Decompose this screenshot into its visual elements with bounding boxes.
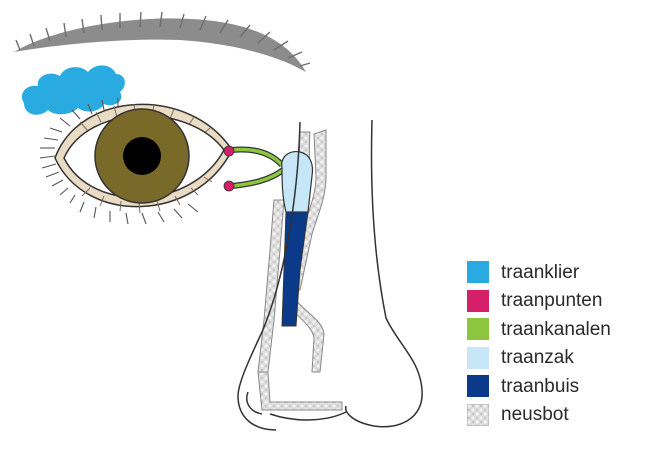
lacrimal-punctum-upper — [224, 146, 234, 156]
lacrimal-gland — [22, 65, 125, 114]
eyebrow — [14, 12, 310, 72]
lacrimal-punctum-lower — [224, 181, 234, 191]
legend-item-traanklier: traanklier — [467, 258, 611, 287]
legend-label-neusbot: neusbot — [501, 405, 569, 424]
legend-label-traanklier: traanklier — [501, 263, 579, 282]
legend-label-traankanalen: traankanalen — [501, 320, 611, 339]
lacrimal-canals — [232, 150, 283, 186]
lacrimal-sac — [282, 152, 313, 212]
traankanalen-swatch-icon — [467, 318, 489, 340]
traanpunten-swatch-icon — [467, 290, 489, 312]
traanklier-swatch-icon — [467, 261, 489, 283]
legend: traanklier traanpunten traankanalen traa… — [467, 258, 611, 429]
legend-label-traanzak: traanzak — [501, 348, 574, 367]
pupil — [123, 137, 161, 175]
legend-label-traanpunten: traanpunten — [501, 291, 602, 310]
traanbuis-swatch-icon — [467, 375, 489, 397]
bone-texture-swatch-icon — [467, 404, 489, 426]
legend-item-traanzak: traanzak — [467, 344, 611, 373]
traanzak-swatch-icon — [467, 347, 489, 369]
legend-label-traanbuis: traanbuis — [501, 377, 579, 396]
legend-item-traanbuis: traanbuis — [467, 372, 611, 401]
legend-item-traanpunten: traanpunten — [467, 287, 611, 316]
legend-item-traankanalen: traankanalen — [467, 315, 611, 344]
legend-item-neusbot: neusbot — [467, 401, 611, 430]
